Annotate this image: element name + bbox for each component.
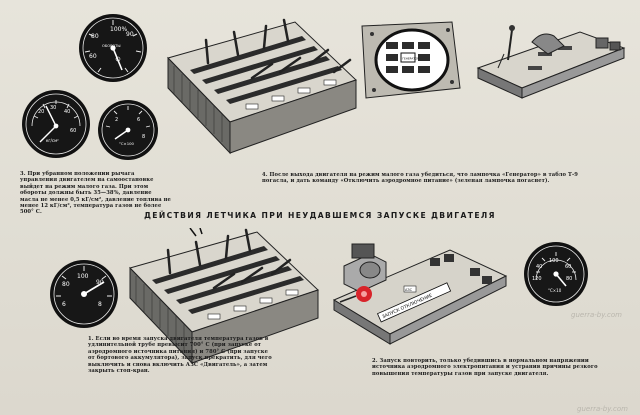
gas-temperature-gauge: 2 6 8 °С×100 <box>98 100 158 160</box>
bottom-rpm-needle <box>83 281 105 295</box>
power-control-box <box>476 25 626 99</box>
rpm-label-100: 100% <box>110 26 127 33</box>
caption-step-3-text: 3. При убранном положении рычага управле… <box>20 171 171 216</box>
oil-label-20: 20 <box>38 109 44 115</box>
caption-step-4-text: 4. После выхода двигателя на режим малог… <box>262 172 578 185</box>
gas-temperature-gauge-bottom: 100 40 60 80 120 °С×10 <box>524 242 588 306</box>
right-gauge-label-left: 40 <box>536 264 542 270</box>
gauge-cluster-top: 100% 90 80 60 ОБОРОТЫ 20 30 40 60 <box>22 14 158 160</box>
temp-label-8: 8 <box>142 134 145 140</box>
temp-label-2: 2 <box>115 117 118 123</box>
oil-label-40: 40 <box>64 109 70 115</box>
caption-step-2: 2. Запуск повторить, только убедившись в… <box>372 358 598 377</box>
caption-step-3: 3. При убранном положении рычага управле… <box>20 171 172 216</box>
right-gauge-label-right: 60 <box>565 264 571 270</box>
oil-unit: кг/см² <box>46 138 59 143</box>
rpm-label-90: 90 <box>126 31 134 38</box>
right-gauge-label-top: 100 <box>549 258 559 264</box>
oil-label-30: 30 <box>50 105 56 111</box>
right-gauge-needle <box>555 273 567 287</box>
right-gauge-label-80: 80 <box>566 276 572 282</box>
caption-step-4: 4. После выхода двигателя на режим малог… <box>262 172 594 185</box>
rpm-unit: ОБОРОТЫ <box>102 44 121 48</box>
bottom-temp-6: 6 <box>62 301 66 308</box>
temp-label-6: 6 <box>137 117 140 123</box>
engine-start-panel: ЗАПУСК ОТКЛЮЧЕНИЕ АЗС <box>332 243 508 345</box>
temp-needle <box>114 129 129 140</box>
caption-step-1-text: 1. Если во время запуска двигателя темпе… <box>88 336 272 375</box>
bottom-rpm-80: 80 <box>62 281 70 288</box>
caption-step-2-text: 2. Запуск повторить, только убедившись в… <box>372 358 598 377</box>
bottom-rpm-90: 90 <box>96 279 104 286</box>
oil-needle-a <box>39 125 57 143</box>
watermark-mid: guerra-by.com <box>571 311 622 319</box>
section-heading: ДЕЙСТВИЯ ЛЕТЧИКА ПРИ НЕУДАВШЕМСЯ ЗАПУСКЕ… <box>144 211 496 220</box>
rpm-gauge-bottom: 100 90 80 8 6 <box>50 260 118 328</box>
oil-needle-b <box>45 105 57 127</box>
fuel-control-console-top <box>167 18 357 155</box>
rpm-gauge: 100% 90 80 60 ОБОРОТЫ <box>79 14 147 82</box>
generator-lamp <box>400 52 416 63</box>
generator-lamp-label: ГЕНЕРАТОР <box>402 57 419 61</box>
fuel-control-console-bottom <box>129 228 319 365</box>
temp-unit: °С×100 <box>119 141 135 146</box>
right-gauge-unit: °С×10 <box>548 288 562 293</box>
bottom-temp-8: 8 <box>98 301 102 308</box>
oil-pressure-gauge: 20 30 40 60 кг/см² <box>22 90 90 158</box>
warning-lamp-panel: ГЕНЕРАТОР <box>361 21 461 99</box>
oil-label-60: 60 <box>70 128 76 134</box>
watermark-bottom: guerra-by.com <box>577 405 628 413</box>
right-gauge-label-120: 120 <box>532 276 542 282</box>
azs-label: АЗС <box>405 288 413 292</box>
rpm-label-80: 80 <box>91 33 99 40</box>
bottom-rpm-100: 100 <box>77 273 89 280</box>
rpm-label-60: 60 <box>89 53 97 60</box>
caption-step-1: 1. Если во время запуска двигателя темпе… <box>88 336 274 374</box>
rpm-needle <box>112 47 123 71</box>
